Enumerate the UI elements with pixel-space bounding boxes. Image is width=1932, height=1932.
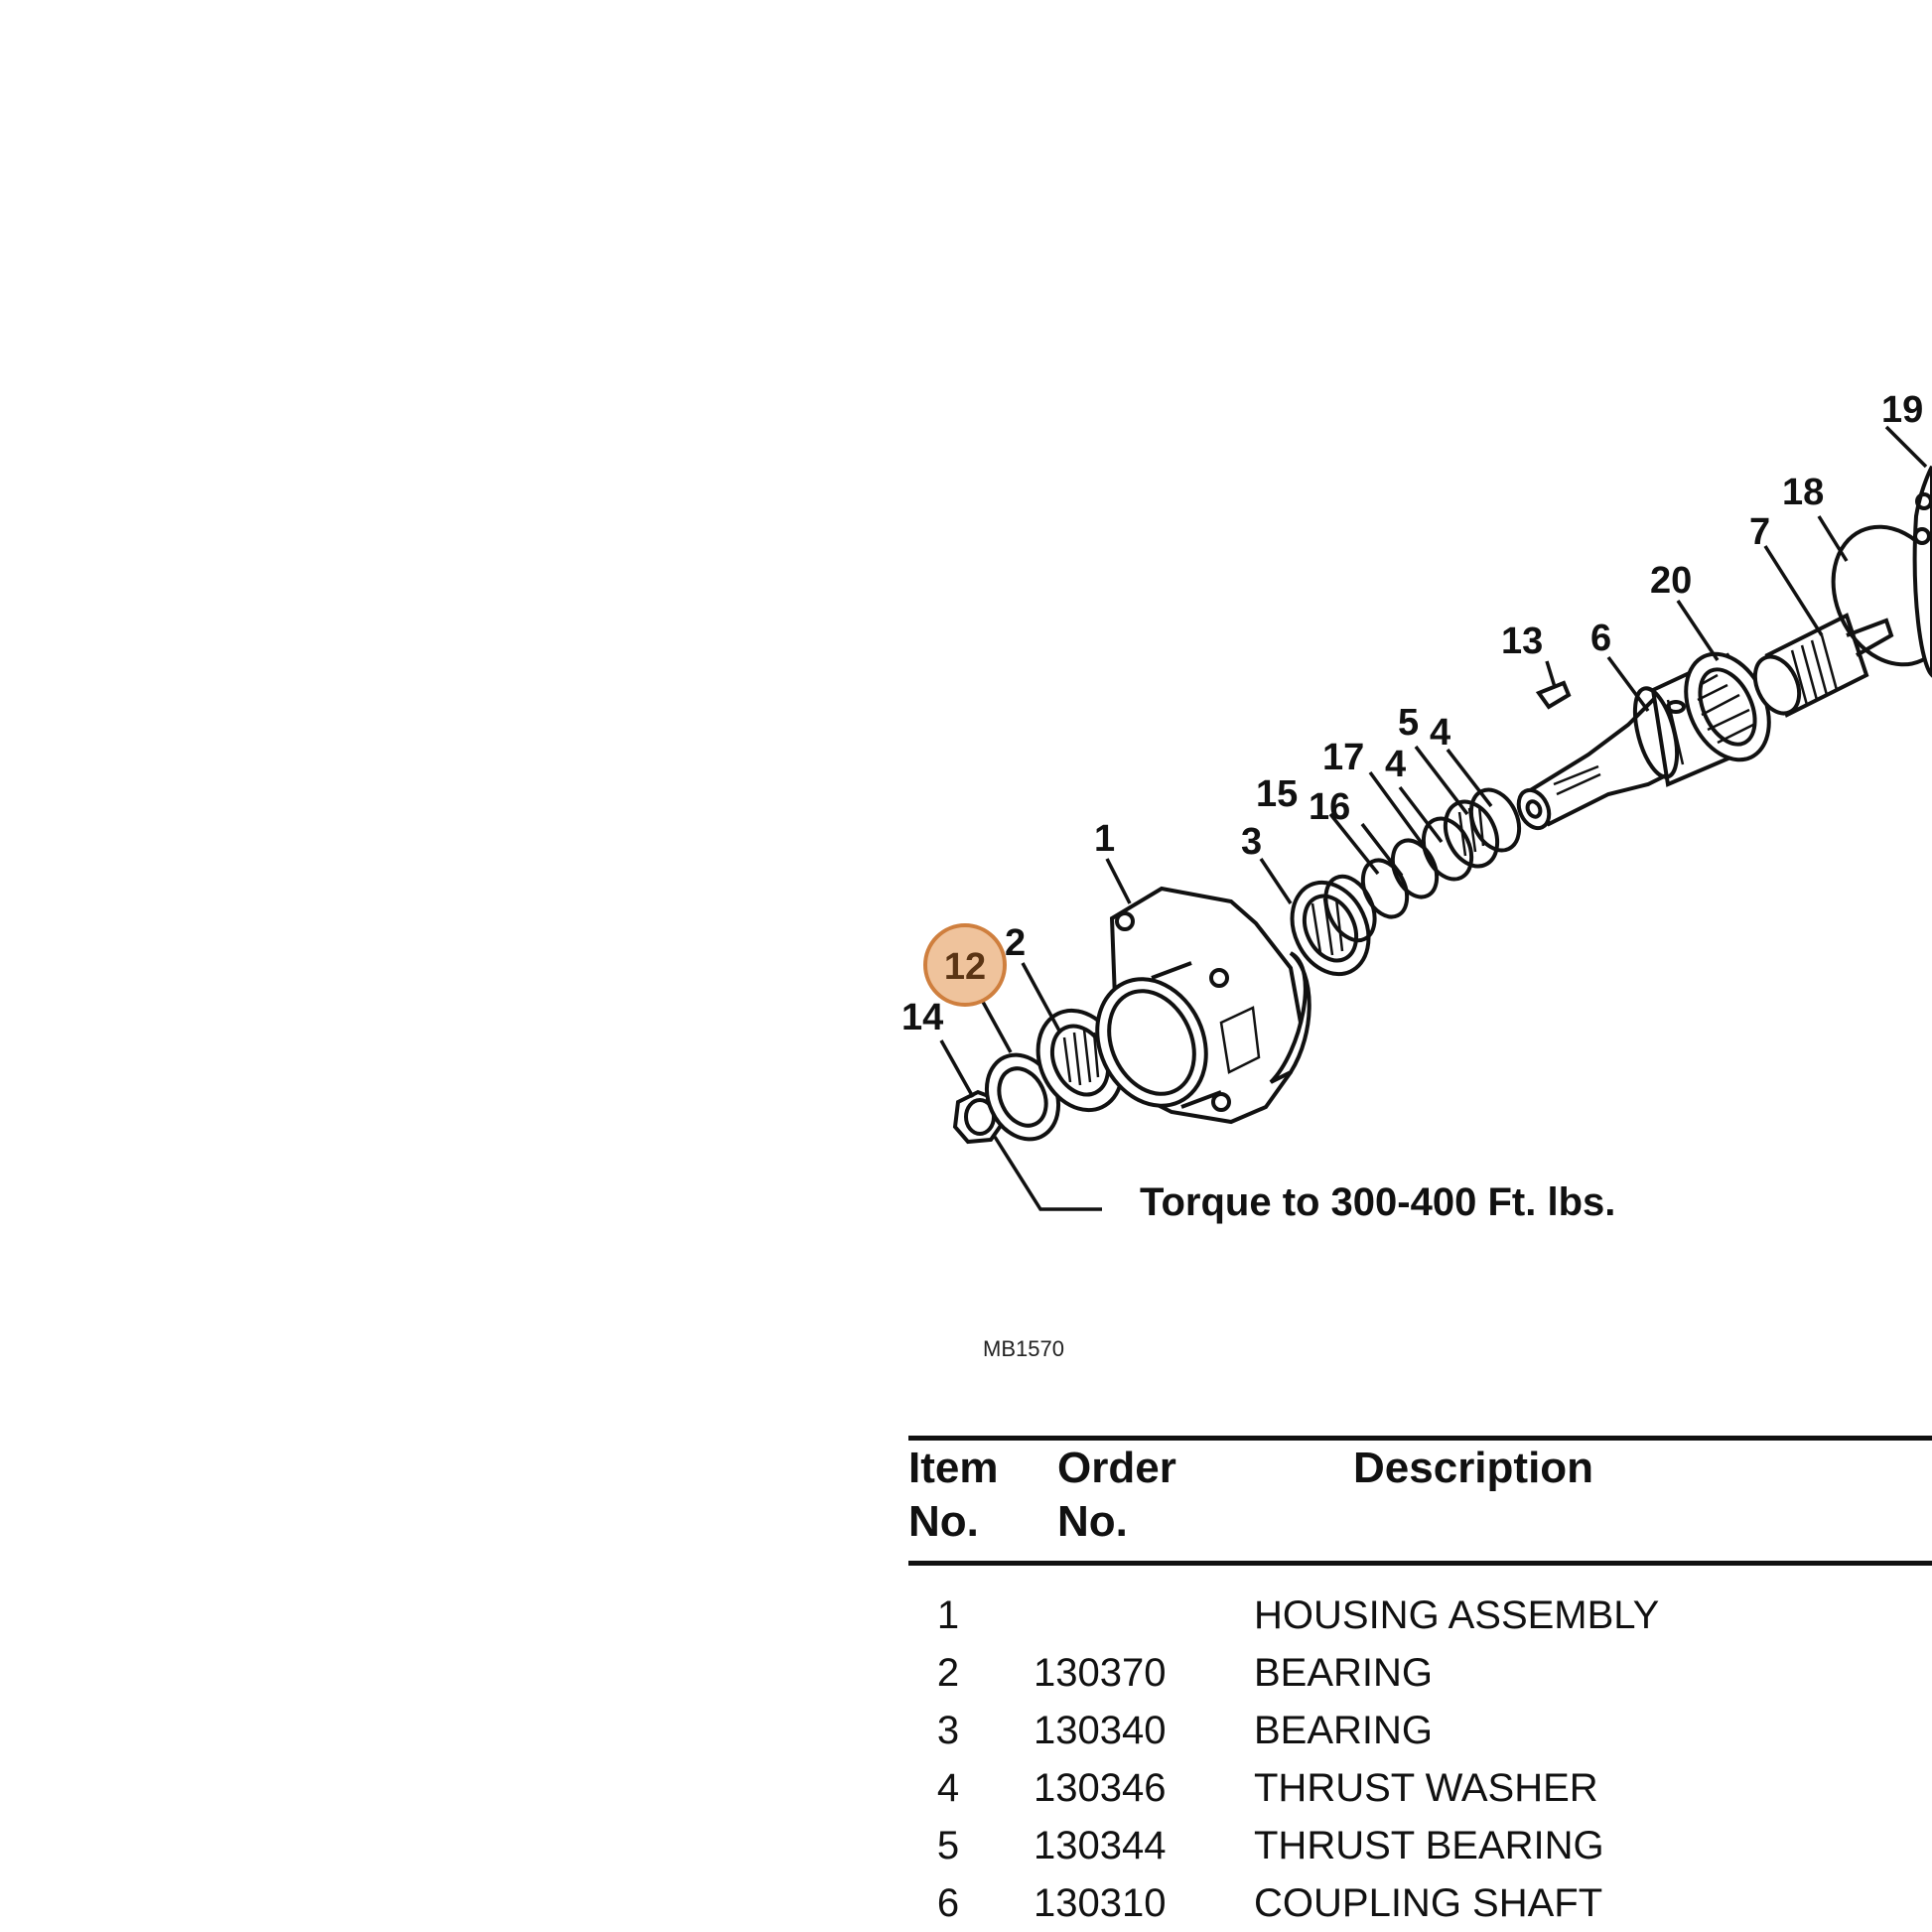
callout-17: 17 <box>1322 737 1364 778</box>
row-item-no: 2 <box>936 1651 960 1695</box>
row-item-no: 6 <box>936 1881 960 1925</box>
row-description: COUPLING SHAFT <box>1254 1881 1603 1925</box>
row-description: HOUSING ASSEMBLY <box>1254 1593 1660 1637</box>
table-row: 3 130340 BEARING <box>908 1702 1932 1759</box>
row-description: BEARING <box>1254 1651 1434 1695</box>
row-order-no: 130346 <box>1034 1766 1167 1810</box>
leader-lines <box>939 425 1928 1211</box>
header-order-no: Order No. <box>1057 1444 1176 1546</box>
table-row: 1 HOUSING ASSEMBLY <box>908 1587 1932 1644</box>
table-row: 2 130370 BEARING <box>908 1644 1932 1702</box>
header-top-rule <box>908 1436 1932 1441</box>
callout-14: 14 <box>901 997 943 1038</box>
callout-7: 7 <box>1749 511 1770 553</box>
part-ring-stack <box>1323 787 1522 943</box>
row-item-no: 5 <box>936 1824 960 1867</box>
callout-20: 20 <box>1650 560 1692 602</box>
row-item-no: 4 <box>936 1766 960 1810</box>
header-description: Description <box>1353 1444 1594 1492</box>
header-item-no: Item No. <box>908 1444 999 1546</box>
callout-18: 18 <box>1782 472 1824 513</box>
row-item-no: 3 <box>936 1709 960 1752</box>
row-description: THRUST WASHER <box>1254 1766 1598 1810</box>
callout-4a: 4 <box>1430 712 1450 754</box>
row-order-no: 130340 <box>1034 1709 1167 1752</box>
part-thrust-washer-20 <box>1684 651 1771 762</box>
header-bottom-rule <box>908 1561 1932 1566</box>
callout-12-highlighted[interactable]: 12 <box>944 946 986 988</box>
exploded-assembly-drawing <box>952 466 1932 1145</box>
table-row: 4 130346 THRUST WASHER <box>908 1759 1932 1817</box>
part-splined-shaft <box>1752 613 1894 718</box>
callout-6: 6 <box>1590 618 1611 659</box>
row-order-no: 130310 <box>1034 1881 1167 1925</box>
row-description: THRUST BEARING <box>1254 1824 1604 1867</box>
figure-id: MB1570 <box>983 1336 1064 1361</box>
part-bearing-3 <box>1290 880 1371 977</box>
callout-4b: 4 <box>1385 744 1406 785</box>
callout-15: 15 <box>1256 773 1298 815</box>
callout-13: 13 <box>1501 621 1543 662</box>
row-order-no: 130370 <box>1034 1651 1167 1695</box>
callout-2: 2 <box>1005 922 1026 964</box>
table-row: 6 130310 COUPLING SHAFT <box>908 1874 1932 1932</box>
row-order-no: 130344 <box>1034 1824 1167 1867</box>
callout-labels: 19 18 7 20 13 6 5 4 17 4 15 16 3 1 2 14 … <box>901 389 1923 1038</box>
callout-16: 16 <box>1309 786 1350 828</box>
part-o-ring <box>1831 524 1932 667</box>
callout-3: 3 <box>1241 821 1262 863</box>
callout-5: 5 <box>1398 702 1419 744</box>
callout-1: 1 <box>1094 818 1115 860</box>
row-description: BEARING <box>1254 1709 1434 1752</box>
callout-19: 19 <box>1881 389 1923 431</box>
part-cover <box>1912 466 1932 678</box>
part-housing <box>1095 886 1311 1125</box>
table-row: 5 130344 THRUST BEARING <box>908 1817 1932 1874</box>
torque-note: Torque to 300-400 Ft. lbs. <box>1140 1180 1615 1224</box>
highlight-marker[interactable] <box>923 923 1007 1007</box>
row-item-no: 1 <box>936 1593 960 1637</box>
